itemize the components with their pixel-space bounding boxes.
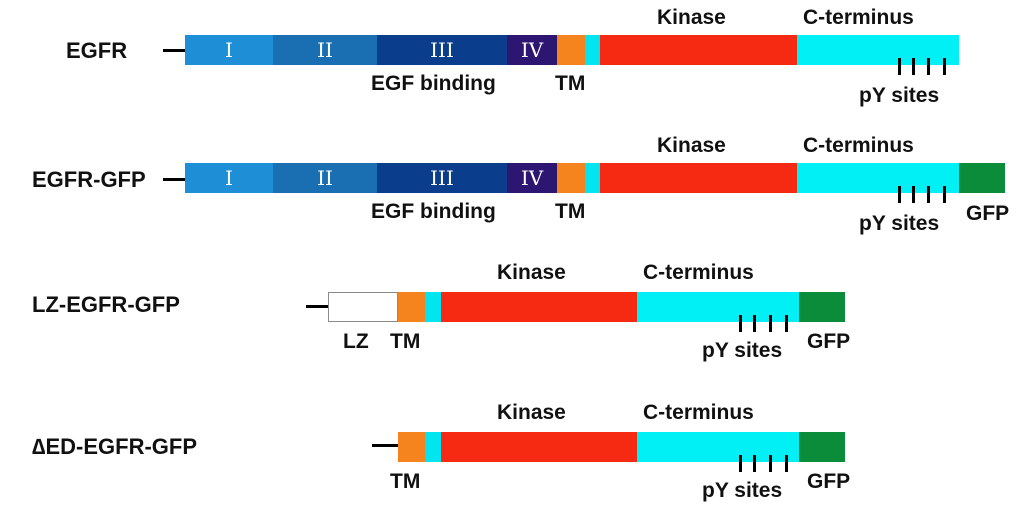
c-terminus-label: C-terminus <box>643 401 754 424</box>
kinase-label: Kinase <box>657 134 726 157</box>
tm-segment <box>557 163 585 193</box>
domain-i-numeral: I <box>225 38 233 62</box>
c-terminus-segment <box>797 35 959 65</box>
juxtamembrane-segment <box>425 292 441 322</box>
domain-i-numeral: I <box>225 166 233 190</box>
n-terminal-leader <box>163 178 185 181</box>
c-terminus-segment <box>637 432 799 462</box>
lz-segment <box>328 292 398 322</box>
gfp-label: GFP <box>807 330 851 353</box>
domain-ii-numeral: II <box>317 38 333 62</box>
py-site-tick <box>927 186 930 203</box>
egf-binding-label: EGF binding <box>371 72 496 95</box>
tm-label: TM <box>555 72 586 95</box>
domain-iii-numeral: III <box>430 38 454 62</box>
kinase-label: Kinase <box>497 401 566 424</box>
construct-egfr-gfp: EGFR-GFP Kinase C-terminus I II III IV E… <box>0 128 1024 248</box>
domain-iv-numeral: IV <box>520 38 544 62</box>
py-site-tick <box>753 455 756 472</box>
construct-name: EGFR <box>66 38 128 63</box>
juxtamembrane-segment <box>585 35 600 65</box>
py-site-tick <box>898 58 901 75</box>
py-site-tick <box>785 455 788 472</box>
construct-egfr: EGFR Kinase C-terminus I II III IV EGF b… <box>0 0 1024 120</box>
lz-label: LZ <box>343 330 369 353</box>
py-sites-label: pY sites <box>859 84 940 107</box>
domain-i-segment: I <box>185 35 273 65</box>
c-terminus-label: C-terminus <box>803 134 914 157</box>
domain-i-segment: I <box>185 163 273 193</box>
domain-iii-numeral: III <box>430 166 454 190</box>
construct-name: LZ-EGFR-GFP <box>32 292 180 317</box>
c-terminus-label: C-terminus <box>643 261 754 284</box>
n-terminal-leader <box>372 444 398 447</box>
py-site-tick <box>898 186 901 203</box>
domain-iii-segment: III <box>377 163 507 193</box>
juxtamembrane-segment <box>425 432 441 462</box>
gfp-segment <box>799 432 845 462</box>
n-terminal-leader <box>163 49 185 52</box>
domain-iv-numeral: IV <box>520 166 544 190</box>
kinase-segment <box>441 292 637 322</box>
py-site-tick <box>769 455 772 472</box>
domain-iii-segment: III <box>377 35 507 65</box>
tm-label: TM <box>390 330 421 353</box>
domain-iv-segment: IV <box>507 163 557 193</box>
tm-label: TM <box>390 470 421 493</box>
kinase-segment <box>441 432 637 462</box>
kinase-label: Kinase <box>497 261 566 284</box>
py-site-tick <box>912 58 915 75</box>
py-sites-label: pY sites <box>702 339 783 362</box>
py-site-tick <box>943 186 946 203</box>
domain-iv-segment: IV <box>507 35 557 65</box>
gfp-label: GFP <box>966 202 1010 225</box>
construct-name: EGFR-GFP <box>32 167 146 192</box>
domain-ii-segment: II <box>273 163 377 193</box>
py-site-tick <box>769 315 772 332</box>
py-site-tick <box>927 58 930 75</box>
domain-ii-numeral: II <box>317 166 333 190</box>
py-site-tick <box>739 315 742 332</box>
c-terminus-segment <box>637 292 799 322</box>
py-site-tick <box>912 186 915 203</box>
c-terminus-segment <box>797 163 959 193</box>
py-sites-label: pY sites <box>859 212 940 235</box>
construct-lz-egfr-gfp: LZ-EGFR-GFP Kinase C-terminus LZ TM pY s… <box>0 257 1024 377</box>
n-terminal-leader <box>306 305 328 308</box>
gfp-segment <box>799 292 845 322</box>
juxtamembrane-segment <box>585 163 600 193</box>
egf-binding-label: EGF binding <box>371 200 496 223</box>
kinase-label: Kinase <box>657 6 726 29</box>
py-site-tick <box>753 315 756 332</box>
py-site-tick <box>739 455 742 472</box>
construct-name: ∆ED-EGFR-GFP <box>32 434 198 459</box>
gfp-label: GFP <box>807 470 851 493</box>
kinase-segment <box>600 35 797 65</box>
kinase-segment <box>600 163 797 193</box>
tm-label: TM <box>555 200 586 223</box>
py-site-tick <box>943 58 946 75</box>
tm-segment <box>398 292 425 322</box>
gfp-segment <box>959 163 1005 193</box>
domain-ii-segment: II <box>273 35 377 65</box>
py-sites-label: pY sites <box>702 479 783 502</box>
construct-ded-egfr-gfp: ∆ED-EGFR-GFP Kinase C-terminus TM pY sit… <box>0 397 1024 517</box>
c-terminus-label: C-terminus <box>803 6 914 29</box>
py-site-tick <box>785 315 788 332</box>
tm-segment <box>557 35 585 65</box>
tm-segment <box>398 432 425 462</box>
